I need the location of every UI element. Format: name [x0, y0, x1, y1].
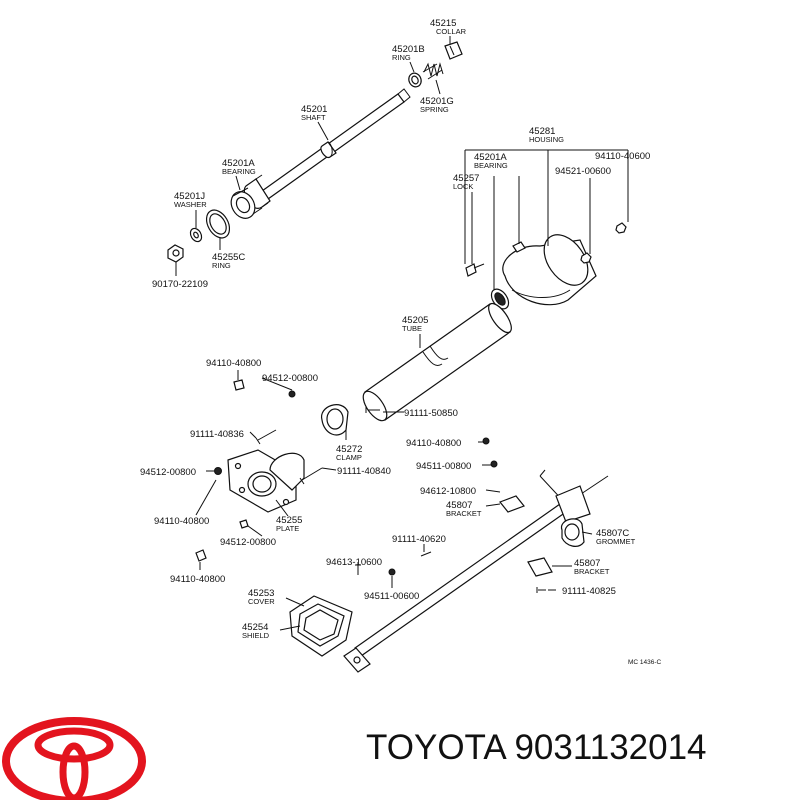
label-45253-num: 45253 [248, 588, 274, 599]
label-94512-b-num: 94512-00800 [140, 467, 196, 478]
label-45201a-right-name: BEARING [474, 161, 508, 170]
bolts-and-nuts [195, 379, 546, 593]
label-90170-num: 90170-22109 [152, 279, 208, 290]
leader-lines [175, 36, 629, 631]
clamp-45272 [321, 404, 349, 436]
label-94110-c-num: 94110-40800 [154, 516, 209, 527]
tube-45205 [362, 302, 512, 422]
label-45254-name: SHIELD [242, 631, 270, 640]
callout-labels: 45215 COLLAR 45201B RING 45201G SPRING 4… [140, 18, 662, 666]
label-45201-name: SHAFT [301, 113, 326, 122]
label-45201b-name: RING [392, 53, 411, 62]
label-45255-name: PLATE [276, 524, 299, 533]
lower-shaft [343, 469, 609, 673]
label-45272-name: CLAMP [336, 453, 362, 462]
label-45281-name: HOUSING [529, 135, 564, 144]
label-91111-40840-num: 91111-40840 [337, 466, 391, 477]
label-45205-name: TUBE [402, 324, 422, 333]
grommet-45807c [560, 518, 585, 547]
label-45201a-left-num: 45201A [222, 158, 255, 169]
lock-45257 [465, 241, 526, 277]
label-45201j-num: 45201J [174, 191, 205, 202]
bracket-45807 [499, 495, 553, 577]
label-45281-num: 45281 [529, 126, 555, 137]
label-45272-num: 45272 [336, 444, 362, 455]
label-45201-num: 45201 [301, 104, 327, 115]
ring-45255c [205, 209, 231, 239]
label-91111-40620-num: 91111-40620 [392, 534, 446, 545]
plate-45255 [227, 449, 305, 513]
label-45201g-num: 45201G [420, 96, 454, 107]
nut-90170 [167, 244, 184, 263]
label-45807-b-name: BRACKET [574, 567, 610, 576]
label-45807-a-name: BRACKET [446, 509, 482, 518]
label-45201a-right-num: 45201A [474, 152, 507, 163]
label-94511-a-num: 94511-00800 [416, 461, 471, 472]
diagram-code: MC 1436-C [628, 659, 662, 666]
label-94110-d-num: 94110-40800 [170, 574, 225, 585]
brand-caption: TOYOTA 9031132014 [366, 728, 707, 767]
collar-45215 [444, 41, 463, 60]
label-45201j-name: WASHER [174, 200, 207, 209]
label-45215-num: 45215 [430, 18, 456, 29]
bearing-45201a-left [230, 187, 263, 219]
label-94110-b-num: 94110-40800 [406, 438, 461, 449]
label-45255c-num: 45255C [212, 252, 245, 263]
steering-shaft [243, 88, 411, 209]
label-94110-a-num: 94110-40800 [206, 358, 261, 369]
label-94512-a-num: 94512-00800 [262, 373, 318, 384]
label-45201g-name: SPRING [420, 105, 449, 114]
spring-45201g [422, 62, 444, 80]
label-45807c-name: GROMMET [596, 537, 636, 546]
toyota-logo [2, 717, 146, 800]
label-45215-name: COLLAR [436, 27, 467, 36]
label-94110-top-num: 94110-40600 [595, 151, 650, 162]
label-45255c-name: RING [212, 261, 231, 270]
label-94612-num: 94612-10800 [420, 486, 476, 497]
label-94512-c-num: 94512-00800 [220, 537, 276, 548]
label-91111-50850-num: 91111-50850 [404, 408, 458, 419]
label-45807-a-num: 45807 [446, 500, 472, 511]
label-45205-num: 45205 [402, 315, 428, 326]
label-45255-num: 45255 [276, 515, 302, 526]
label-45807-b-num: 45807 [574, 558, 600, 569]
label-45253-name: COVER [248, 597, 275, 606]
housing-45281 [502, 234, 597, 306]
label-94521-num: 94521-00600 [555, 166, 611, 177]
label-45254-num: 45254 [242, 622, 268, 633]
label-91111-40836-num: 91111-40836 [190, 429, 244, 440]
cover-and-shield [289, 595, 353, 657]
label-45201a-left-name: BEARING [222, 167, 256, 176]
label-91111-40825-num: 91111-40825 [562, 586, 616, 597]
label-45257-name: LOCK [453, 182, 473, 191]
nut-94521 [580, 222, 627, 264]
label-45807c-num: 45807C [596, 528, 629, 539]
ring-45201b [408, 72, 422, 88]
label-94511-b-num: 94511-00600 [364, 591, 419, 602]
label-45201b-num: 45201B [392, 44, 425, 55]
label-45257-num: 45257 [453, 173, 479, 184]
label-94613-num: 94613-10600 [326, 557, 382, 568]
washer-45201j [189, 227, 203, 243]
